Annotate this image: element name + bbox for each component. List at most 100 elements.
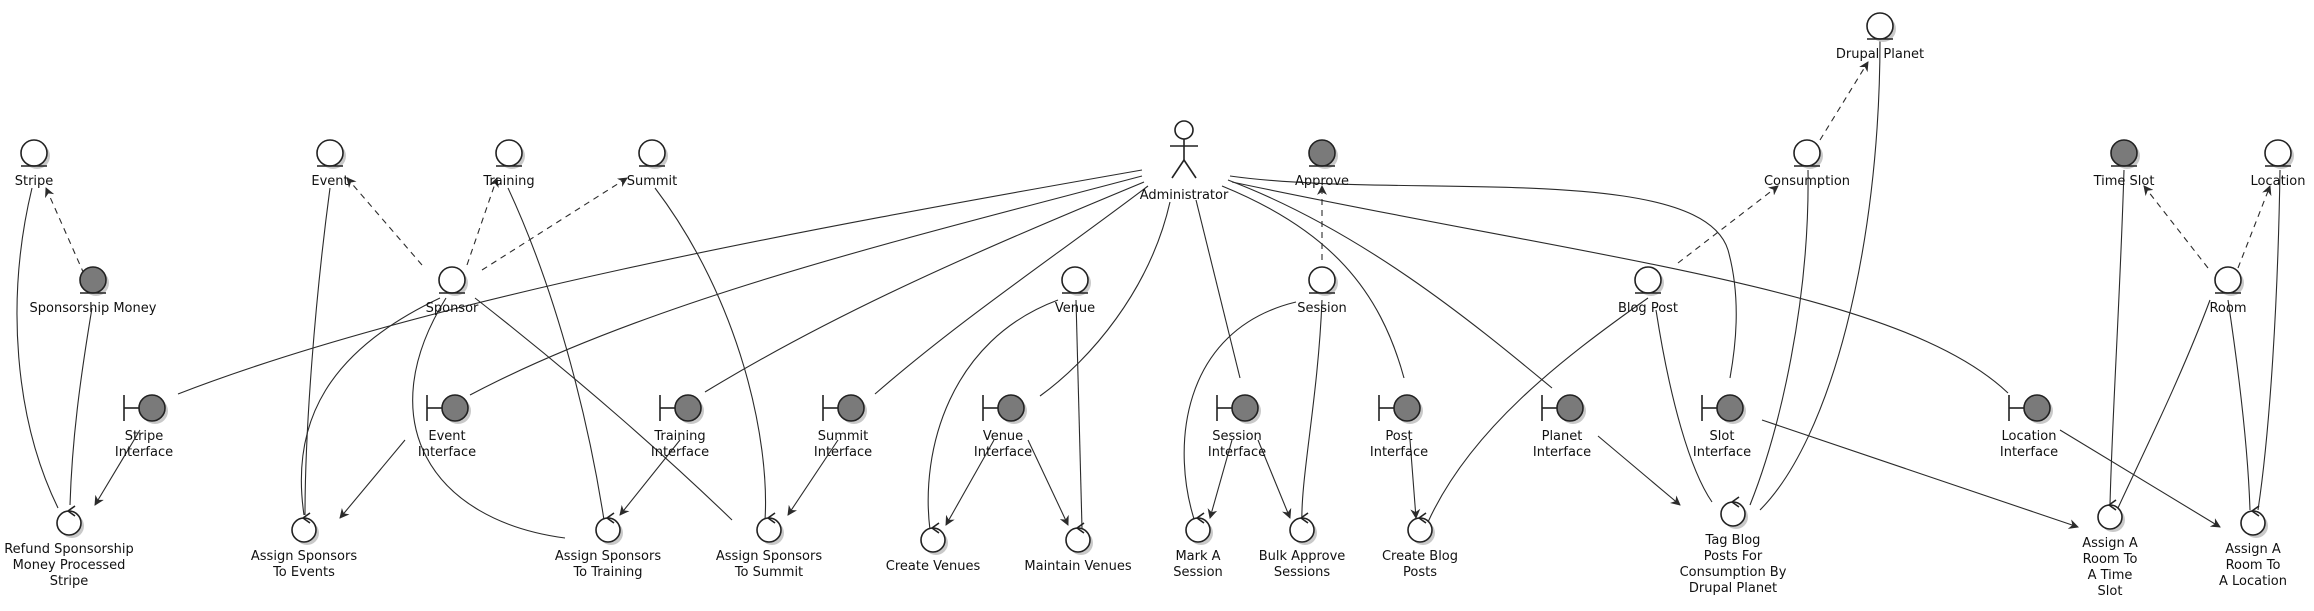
control-refund-label-line: Money Processed [13,558,126,573]
edge-venue-create-venues [927,299,1059,531]
entity-room[interactable]: Room [2209,266,2247,316]
control-assign-room-location-label-line: Assign A [2225,542,2281,557]
control-refund-label-line: Refund Sponsorship [4,542,134,557]
entity-time-slot[interactable]: Time Slot [2093,139,2155,189]
edge-admin-training-interface [704,181,1145,393]
control-assign-room-slot-label-line: Assign A [2082,536,2138,551]
control-assign-room-slot-label-line: Room To [2083,552,2138,567]
entity-sponsor[interactable]: Sponsor [426,266,479,316]
boundary-post-interface-label-line: Post [1385,429,1412,444]
edges [16,39,2281,539]
control-mark-session-label-line: Session [1173,565,1223,580]
edge-admin-session-interface [1195,199,1241,379]
boundary-slot-interface-label-line: Slot [1710,429,1735,444]
boundary-summit-interface-label-line: Interface [814,445,872,460]
control-create-venues[interactable]: Create Venues [886,522,981,574]
edge-venue-maintain-venues [1075,299,1083,529]
entity-venue[interactable]: Venue [1055,266,1095,316]
edge-event-interface-to-assign-events [339,439,406,519]
boundary-stripe-interface-label-line: Interface [115,445,173,460]
edge-sponsor-to-summit [481,177,628,271]
edge-admin-stripe-interface [177,169,1143,395]
control-bulk-approve-label-line: Sessions [1274,565,1331,580]
edge-sponsor-to-event [346,177,423,266]
boundary-training-interface-label-line: Interface [651,445,709,460]
control-assign-room-location-label-line: A Location [2219,574,2287,589]
entity-venue-label: Venue [1055,301,1095,316]
boundary-event-interface-label-line: Interface [418,445,476,460]
edge-consumption-to-drupal-planet [1819,61,1869,141]
edge-location-assign-location [2257,169,2281,511]
edge-room-to-time-slot [2143,185,2209,269]
boundary-session-interface-label-line: Interface [1208,445,1266,460]
entity-drupal-planet[interactable]: Drupal Planet [1836,12,1924,62]
edge-drupal-planet-tag-blog [1759,39,1881,511]
entity-event[interactable]: Event [311,139,349,189]
edge-planet-interface-to-tag-blog [1597,435,1681,506]
edge-sponsor-assign-training [412,297,566,539]
entity-drupal-planet-label: Drupal Planet [1836,47,1924,62]
entity-consumption[interactable]: Consumption [1764,139,1850,189]
entity-approve[interactable]: Approve [1295,139,1349,189]
control-mark-session-label-line: Mark A [1175,549,1220,564]
control-create-blog-label-line: Create Blog [1382,549,1458,564]
entity-stripe[interactable]: Stripe [15,139,54,189]
entity-room-label: Room [2209,301,2246,316]
edge-sponsor-assign-summit [474,297,733,521]
control-tag-blog-label-line: Consumption By [1680,565,1787,580]
control-assign-events-label-line: Assign Sponsors [251,549,357,564]
entity-blog-post[interactable]: Blog Post [1618,266,1678,316]
edge-venue-interface-to-maintain-venues [1027,439,1069,526]
entity-summit[interactable]: Summit [627,139,678,189]
control-tag-blog-label-line: Tag Blog [1705,533,1761,548]
control-create-blog-label-line: Posts [1403,565,1437,580]
boundary-planet-interface-label-line: Interface [1533,445,1591,460]
edge-sponsorship-money-to-stripe [45,187,85,275]
edge-event-assign-events [304,187,331,516]
edge-session-mark [1183,301,1297,526]
boundary-venue-interface-label-line: Interface [974,445,1032,460]
edge-admin-summit-interface [874,185,1149,395]
entity-training[interactable]: Training [482,139,535,189]
edge-slot-interface-to-assign-slot [1761,419,2079,529]
boundary-location-interface-label-line: Location [2002,429,2057,444]
actor-administrator[interactable]: Administrator [1140,120,1229,203]
edge-summit-interface-to-assign-summit [787,439,839,516]
edge-stripe-interface-to-refund [94,429,141,506]
edge-stripe-refund [16,187,59,509]
entity-sponsor-label: Sponsor [426,301,479,316]
edge-training-assign-training [507,187,605,521]
entity-session[interactable]: Session [1297,266,1347,316]
control-assign-room-slot-label-line: Slot [2098,584,2123,599]
entity-sponsorship-money[interactable]: Sponsorship Money [30,266,157,316]
control-maintain-venues[interactable]: Maintain Venues [1024,522,1132,574]
edge-sponsor-to-training [466,177,499,266]
entity-location[interactable]: Location [2251,139,2306,189]
control-create-venues-label-line: Create Venues [886,559,981,574]
edge-room-assign-slot [2117,299,2211,509]
control-refund-label-line: Stripe [50,574,89,589]
edge-admin-event-interface [469,175,1143,396]
